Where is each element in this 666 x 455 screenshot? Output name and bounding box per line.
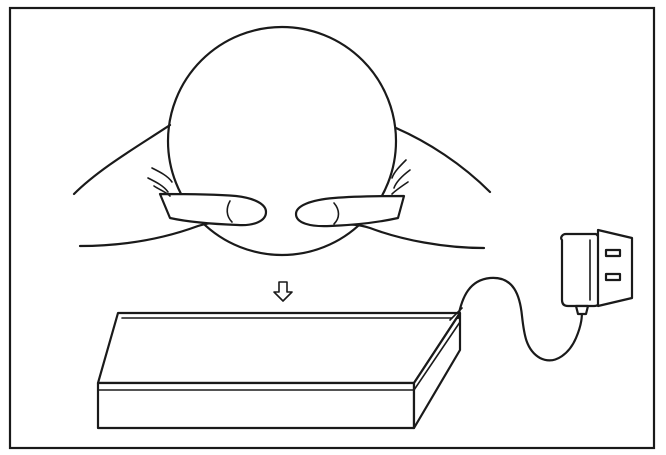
right-hand (294, 126, 492, 250)
power-adapter (560, 228, 634, 316)
base-unit (96, 307, 463, 430)
diagram-border (8, 6, 656, 450)
power-cable (456, 276, 584, 362)
down-arrow (273, 281, 293, 302)
left-hand (72, 123, 268, 248)
